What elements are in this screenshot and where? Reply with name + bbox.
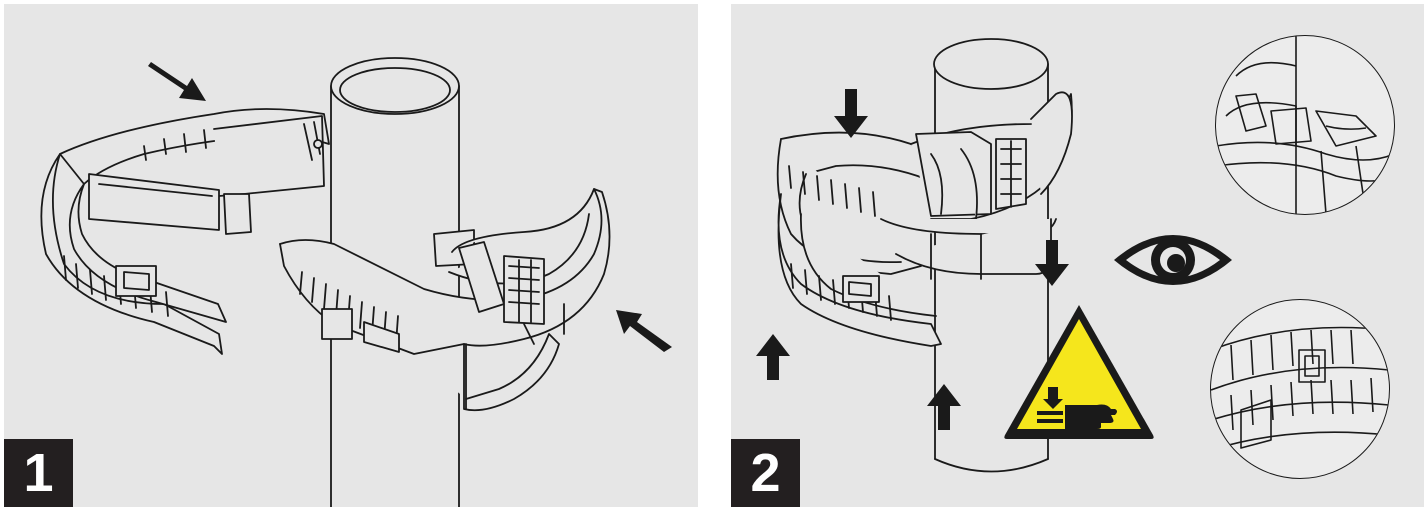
detail-bottom-illustration xyxy=(1211,326,1389,451)
step-1-illustration xyxy=(40,57,672,507)
arrow-icon xyxy=(148,62,206,101)
step-number-badge: 1 xyxy=(4,439,73,507)
arrow-icon xyxy=(1035,240,1069,286)
detail-view-bottom xyxy=(1210,299,1390,479)
step-number-badge: 2 xyxy=(731,439,800,507)
hand-crush-warning-icon xyxy=(1004,305,1154,439)
right-clamp-half xyxy=(279,188,611,412)
arrow-icon xyxy=(927,384,961,430)
arrow-icon xyxy=(756,334,790,380)
detail-top-illustration xyxy=(1216,36,1394,214)
step-2-panel: 2 xyxy=(731,4,1424,507)
left-clamp-half xyxy=(40,108,330,355)
step-1-panel: 1 xyxy=(4,4,698,507)
arrow-icon xyxy=(616,310,672,352)
arrow-icon xyxy=(834,89,868,138)
pole xyxy=(330,57,460,507)
assembled-clamp xyxy=(776,91,1073,347)
detail-view-top xyxy=(1215,35,1395,215)
eye-icon xyxy=(1114,235,1232,285)
